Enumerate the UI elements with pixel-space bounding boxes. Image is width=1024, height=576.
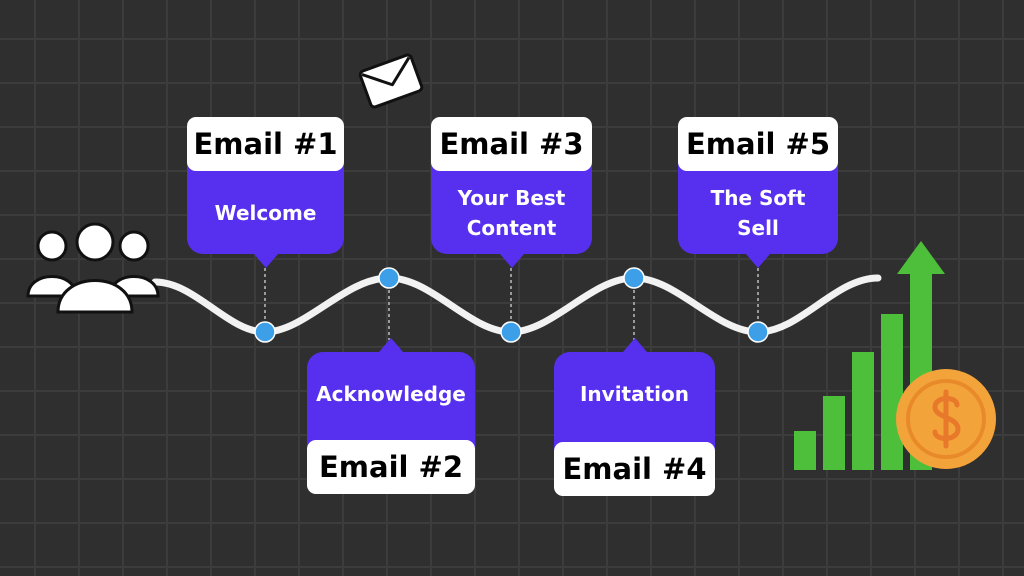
email-step-text: Your Best Content <box>457 185 566 240</box>
envelope-icon <box>358 53 424 109</box>
timeline-node <box>378 267 400 289</box>
timeline-node <box>500 321 522 343</box>
email-card-1: Welcome Email #1 <box>187 117 344 268</box>
email-number-tag: Email #2 <box>307 440 475 494</box>
email-step-text: Welcome <box>214 200 317 225</box>
timeline-node <box>623 267 645 289</box>
email-step-text: Acknowledge <box>316 382 466 406</box>
card-pointer <box>379 338 403 352</box>
email-card-5: The Soft Sell Email #5 <box>678 117 838 268</box>
email-card-4: Invitation Email #4 <box>554 338 715 496</box>
email-card-3: Your Best Content Email #3 <box>431 117 592 268</box>
dollar-coin-icon <box>896 369 996 469</box>
email-step-text: Invitation <box>579 382 690 406</box>
people-group-icon <box>26 222 160 314</box>
timeline-node <box>254 321 276 343</box>
email-number-tag: Email #3 <box>431 117 592 171</box>
email-number-tag: Email #4 <box>554 442 715 496</box>
card-pointer <box>499 254 524 268</box>
card-pointer <box>746 254 770 268</box>
email-number-tag: Email #1 <box>187 117 344 171</box>
email-card-2: Acknowledge Email #2 <box>307 338 475 494</box>
email-step-text: The Soft Sell <box>710 185 806 240</box>
growth-chart-icon <box>794 241 945 470</box>
card-pointer <box>622 338 647 352</box>
timeline-node <box>747 321 769 343</box>
email-number-tag: Email #5 <box>678 117 838 171</box>
card-pointer <box>253 254 278 268</box>
